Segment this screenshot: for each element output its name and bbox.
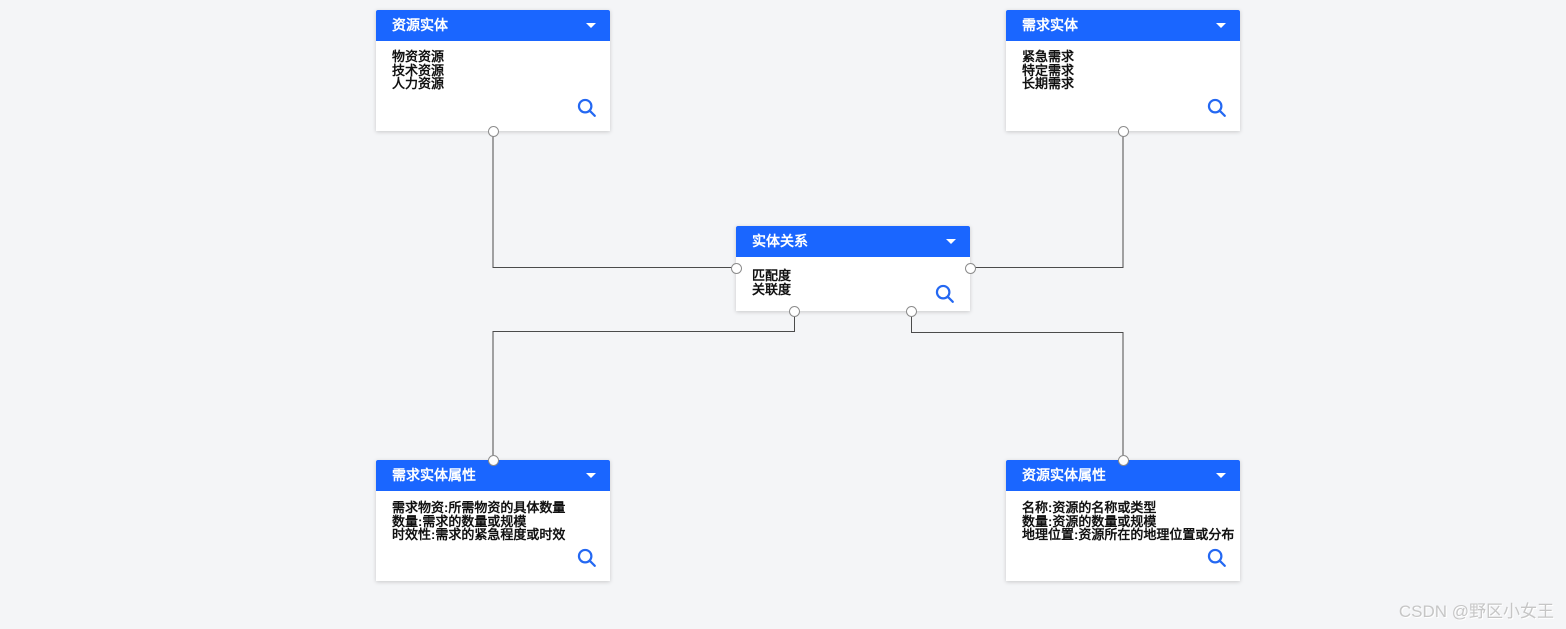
node-demand-entity: 需求实体 紧急需求 特定需求 长期需求 bbox=[1006, 10, 1240, 137]
node-body: 紧急需求 特定需求 长期需求 bbox=[1006, 41, 1240, 131]
search-icon[interactable] bbox=[576, 97, 598, 119]
edge-relation-to-demand-attrs bbox=[492, 311, 795, 460]
node-item: 时效性:需求的紧急程度或时效 bbox=[392, 527, 566, 542]
node-resource-entity-attributes: 资源实体属性 名称:资源的名称或类型 数量:资源的数量或规模 地理位置:资源所在… bbox=[1006, 454, 1240, 581]
node-header[interactable]: 需求实体 bbox=[1006, 10, 1240, 41]
node-item: 紧急需求 bbox=[1022, 49, 1075, 64]
chevron-down-icon[interactable] bbox=[586, 23, 596, 28]
node-title: 实体关系 bbox=[752, 233, 808, 249]
watermark: CSDN @野区小女王 bbox=[1398, 602, 1554, 621]
connector-port[interactable] bbox=[730, 262, 742, 274]
node-body: 名称:资源的名称或类型 数量:资源的数量或规模 地理位置:资源所在的地理位置或分… bbox=[1006, 491, 1240, 581]
edge-relation-to-resource-attrs bbox=[911, 311, 1124, 460]
edge-resource-to-relation bbox=[492, 131, 736, 268]
node-title: 资源实体属性 bbox=[1022, 467, 1106, 483]
node-item: 特定需求 bbox=[1022, 62, 1075, 78]
chevron-down-icon[interactable] bbox=[586, 473, 596, 478]
node-item: 匹配度 bbox=[752, 268, 792, 283]
node-body: 物资资源 技术资源 人力资源 bbox=[376, 41, 610, 131]
connector-port[interactable] bbox=[1117, 454, 1129, 466]
search-icon[interactable] bbox=[934, 283, 956, 305]
node-item: 数量:资源的数量或规模 bbox=[1022, 513, 1157, 529]
edge-demand-to-relation bbox=[970, 131, 1124, 268]
node-resource-entity: 资源实体 物资资源 技术资源 人力资源 bbox=[376, 10, 610, 137]
chevron-down-icon[interactable] bbox=[1216, 23, 1226, 28]
connector-port[interactable] bbox=[789, 305, 800, 317]
connector-port[interactable] bbox=[487, 125, 499, 137]
node-item: 长期需求 bbox=[1022, 76, 1075, 91]
search-icon[interactable] bbox=[1206, 547, 1228, 569]
connector-port[interactable] bbox=[964, 262, 976, 274]
search-icon[interactable] bbox=[576, 547, 598, 569]
connector-port[interactable] bbox=[906, 305, 917, 317]
chevron-down-icon[interactable] bbox=[946, 239, 956, 244]
node-item: 物资资源 bbox=[392, 49, 445, 64]
node-item: 需求物资:所需物资的具体数量 bbox=[392, 500, 566, 515]
search-icon[interactable] bbox=[1206, 97, 1228, 119]
node-demand-entity-attributes: 需求实体属性 需求物资:所需物资的具体数量 数量:需求的数量或规模 时效性:需求… bbox=[376, 454, 610, 581]
node-title: 需求实体 bbox=[1022, 17, 1078, 33]
node-title: 资源实体 bbox=[392, 17, 448, 33]
node-body: 需求物资:所需物资的具体数量 数量:需求的数量或规模 时效性:需求的紧急程度或时… bbox=[376, 491, 610, 581]
node-item: 名称:资源的名称或类型 bbox=[1022, 500, 1157, 515]
node-entity-relation: 实体关系 匹配度 关联度 bbox=[730, 226, 976, 317]
connector-port[interactable] bbox=[1117, 125, 1129, 137]
chevron-down-icon[interactable] bbox=[1216, 473, 1226, 478]
node-item: 关联度 bbox=[752, 281, 792, 297]
node-header[interactable]: 资源实体 bbox=[376, 10, 610, 41]
node-title: 需求实体属性 bbox=[392, 467, 476, 483]
node-item: 地理位置:资源所在的地理位置或分布 bbox=[1022, 527, 1235, 542]
node-body: 匹配度 关联度 bbox=[736, 257, 970, 311]
node-item: 技术资源 bbox=[392, 62, 445, 78]
node-header[interactable]: 实体关系 bbox=[736, 226, 970, 257]
connector-port[interactable] bbox=[487, 454, 499, 466]
node-item: 人力资源 bbox=[392, 76, 445, 91]
node-item: 数量:需求的数量或规模 bbox=[392, 513, 527, 529]
